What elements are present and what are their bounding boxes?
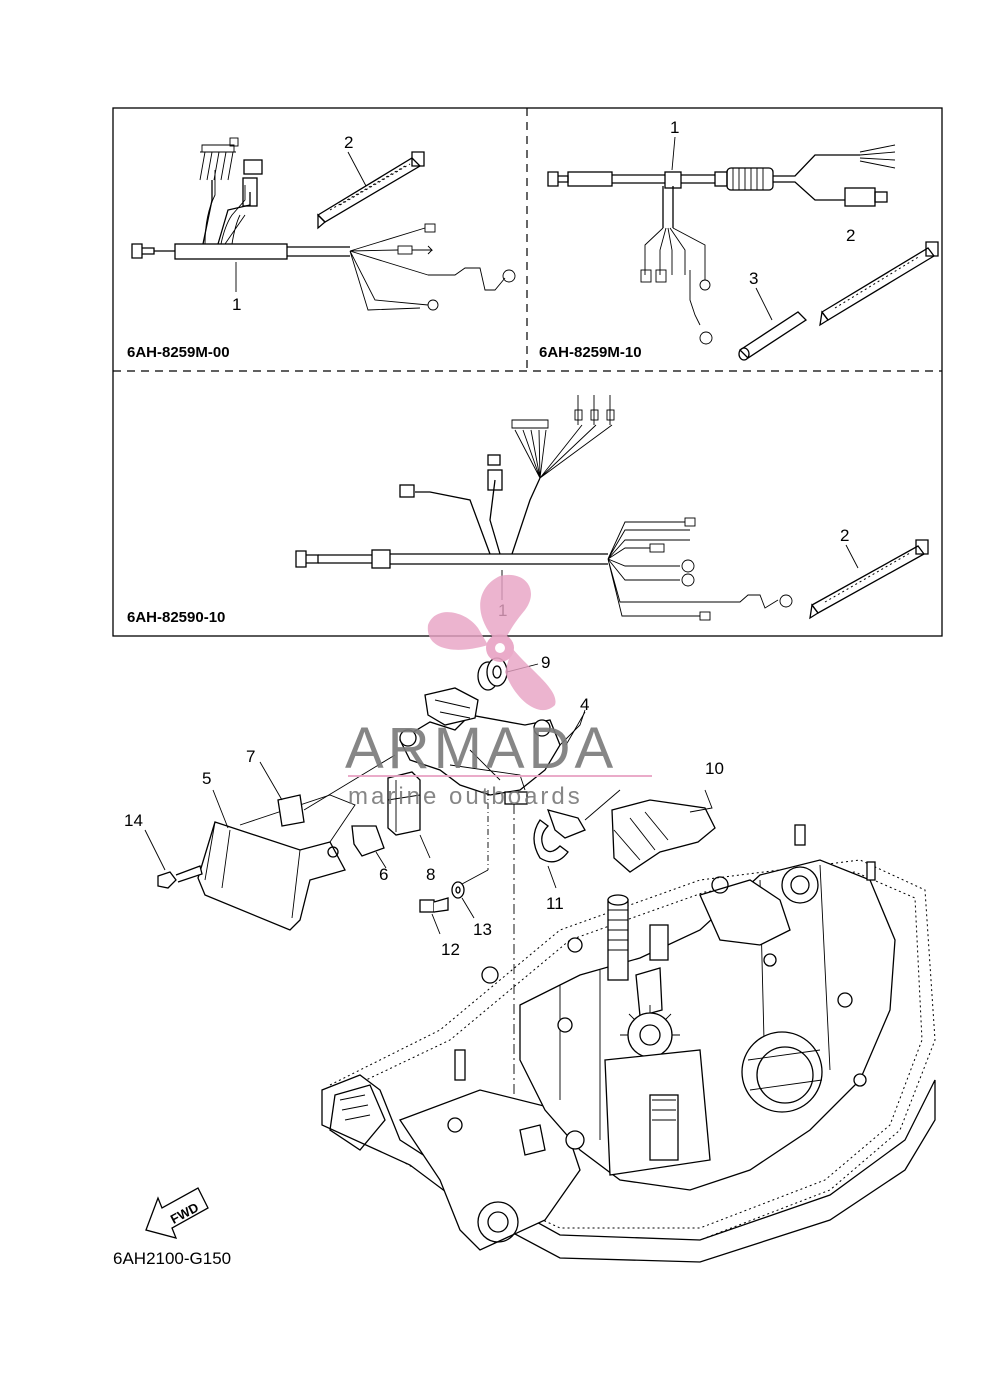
callout-12: 12 xyxy=(441,940,460,959)
callout-10: 10 xyxy=(705,759,724,778)
alignment-lines xyxy=(461,790,530,1126)
kit-a-wire-harness xyxy=(131,137,516,311)
watermark-brand: ARMADA xyxy=(345,716,617,781)
part-cover-10 xyxy=(611,789,716,873)
propeller-logo-icon xyxy=(427,574,556,711)
part-plate-7 xyxy=(259,754,396,827)
part-clamp-11 xyxy=(533,789,621,889)
callout-13: 13 xyxy=(473,920,492,939)
callout-11: 11 xyxy=(546,894,564,913)
kit-b-cable-band xyxy=(819,241,939,327)
part-bolt-14 xyxy=(144,829,203,889)
kit-b-part-code: 6AH-8259M-10 xyxy=(539,344,642,361)
engine-powerhead xyxy=(321,824,936,1263)
callout-kit-a-band: 2 xyxy=(344,133,353,152)
callout-4: 4 xyxy=(580,695,589,714)
kit-a-part-code: 6AH-8259M-00 xyxy=(127,344,230,361)
callout-6: 6 xyxy=(379,865,388,884)
callout-kit-b-tube: 3 xyxy=(749,269,758,288)
callout-kit-a-harness: 1 xyxy=(232,295,241,314)
callout-5: 5 xyxy=(202,769,211,788)
callout-14: 14 xyxy=(124,811,143,830)
callout-9: 9 xyxy=(541,653,550,672)
callout-7: 7 xyxy=(246,747,255,766)
callout-8: 8 xyxy=(426,865,435,884)
armada-watermark: ARMADA marine outboards xyxy=(345,574,652,810)
callout-kit-b-harness: 1 xyxy=(670,118,679,137)
figure-code: 6AH2100-G150 xyxy=(113,1249,231,1268)
part-plate-6 xyxy=(351,825,387,869)
kit-frame xyxy=(112,107,943,637)
callout-kit-c-band: 2 xyxy=(840,526,849,545)
part-washer-13 xyxy=(451,881,475,919)
part-cover-5 xyxy=(197,789,356,931)
callout-kit-b-band: 2 xyxy=(846,226,855,245)
watermark-tagline: marine outboards xyxy=(348,783,583,810)
kit-a-cable-band xyxy=(316,151,425,230)
kit-c-part-code: 6AH-82590-10 xyxy=(127,609,225,626)
kit-b-wire-harness xyxy=(547,144,896,345)
part-holder-8 xyxy=(387,771,431,859)
kit-c-cable-band xyxy=(809,539,929,620)
kit-c-wire-harness xyxy=(295,395,793,621)
forward-arrow-icon: FWD xyxy=(145,1187,209,1239)
kit-b-tube xyxy=(738,311,808,361)
part-bolt-12 xyxy=(419,897,449,935)
